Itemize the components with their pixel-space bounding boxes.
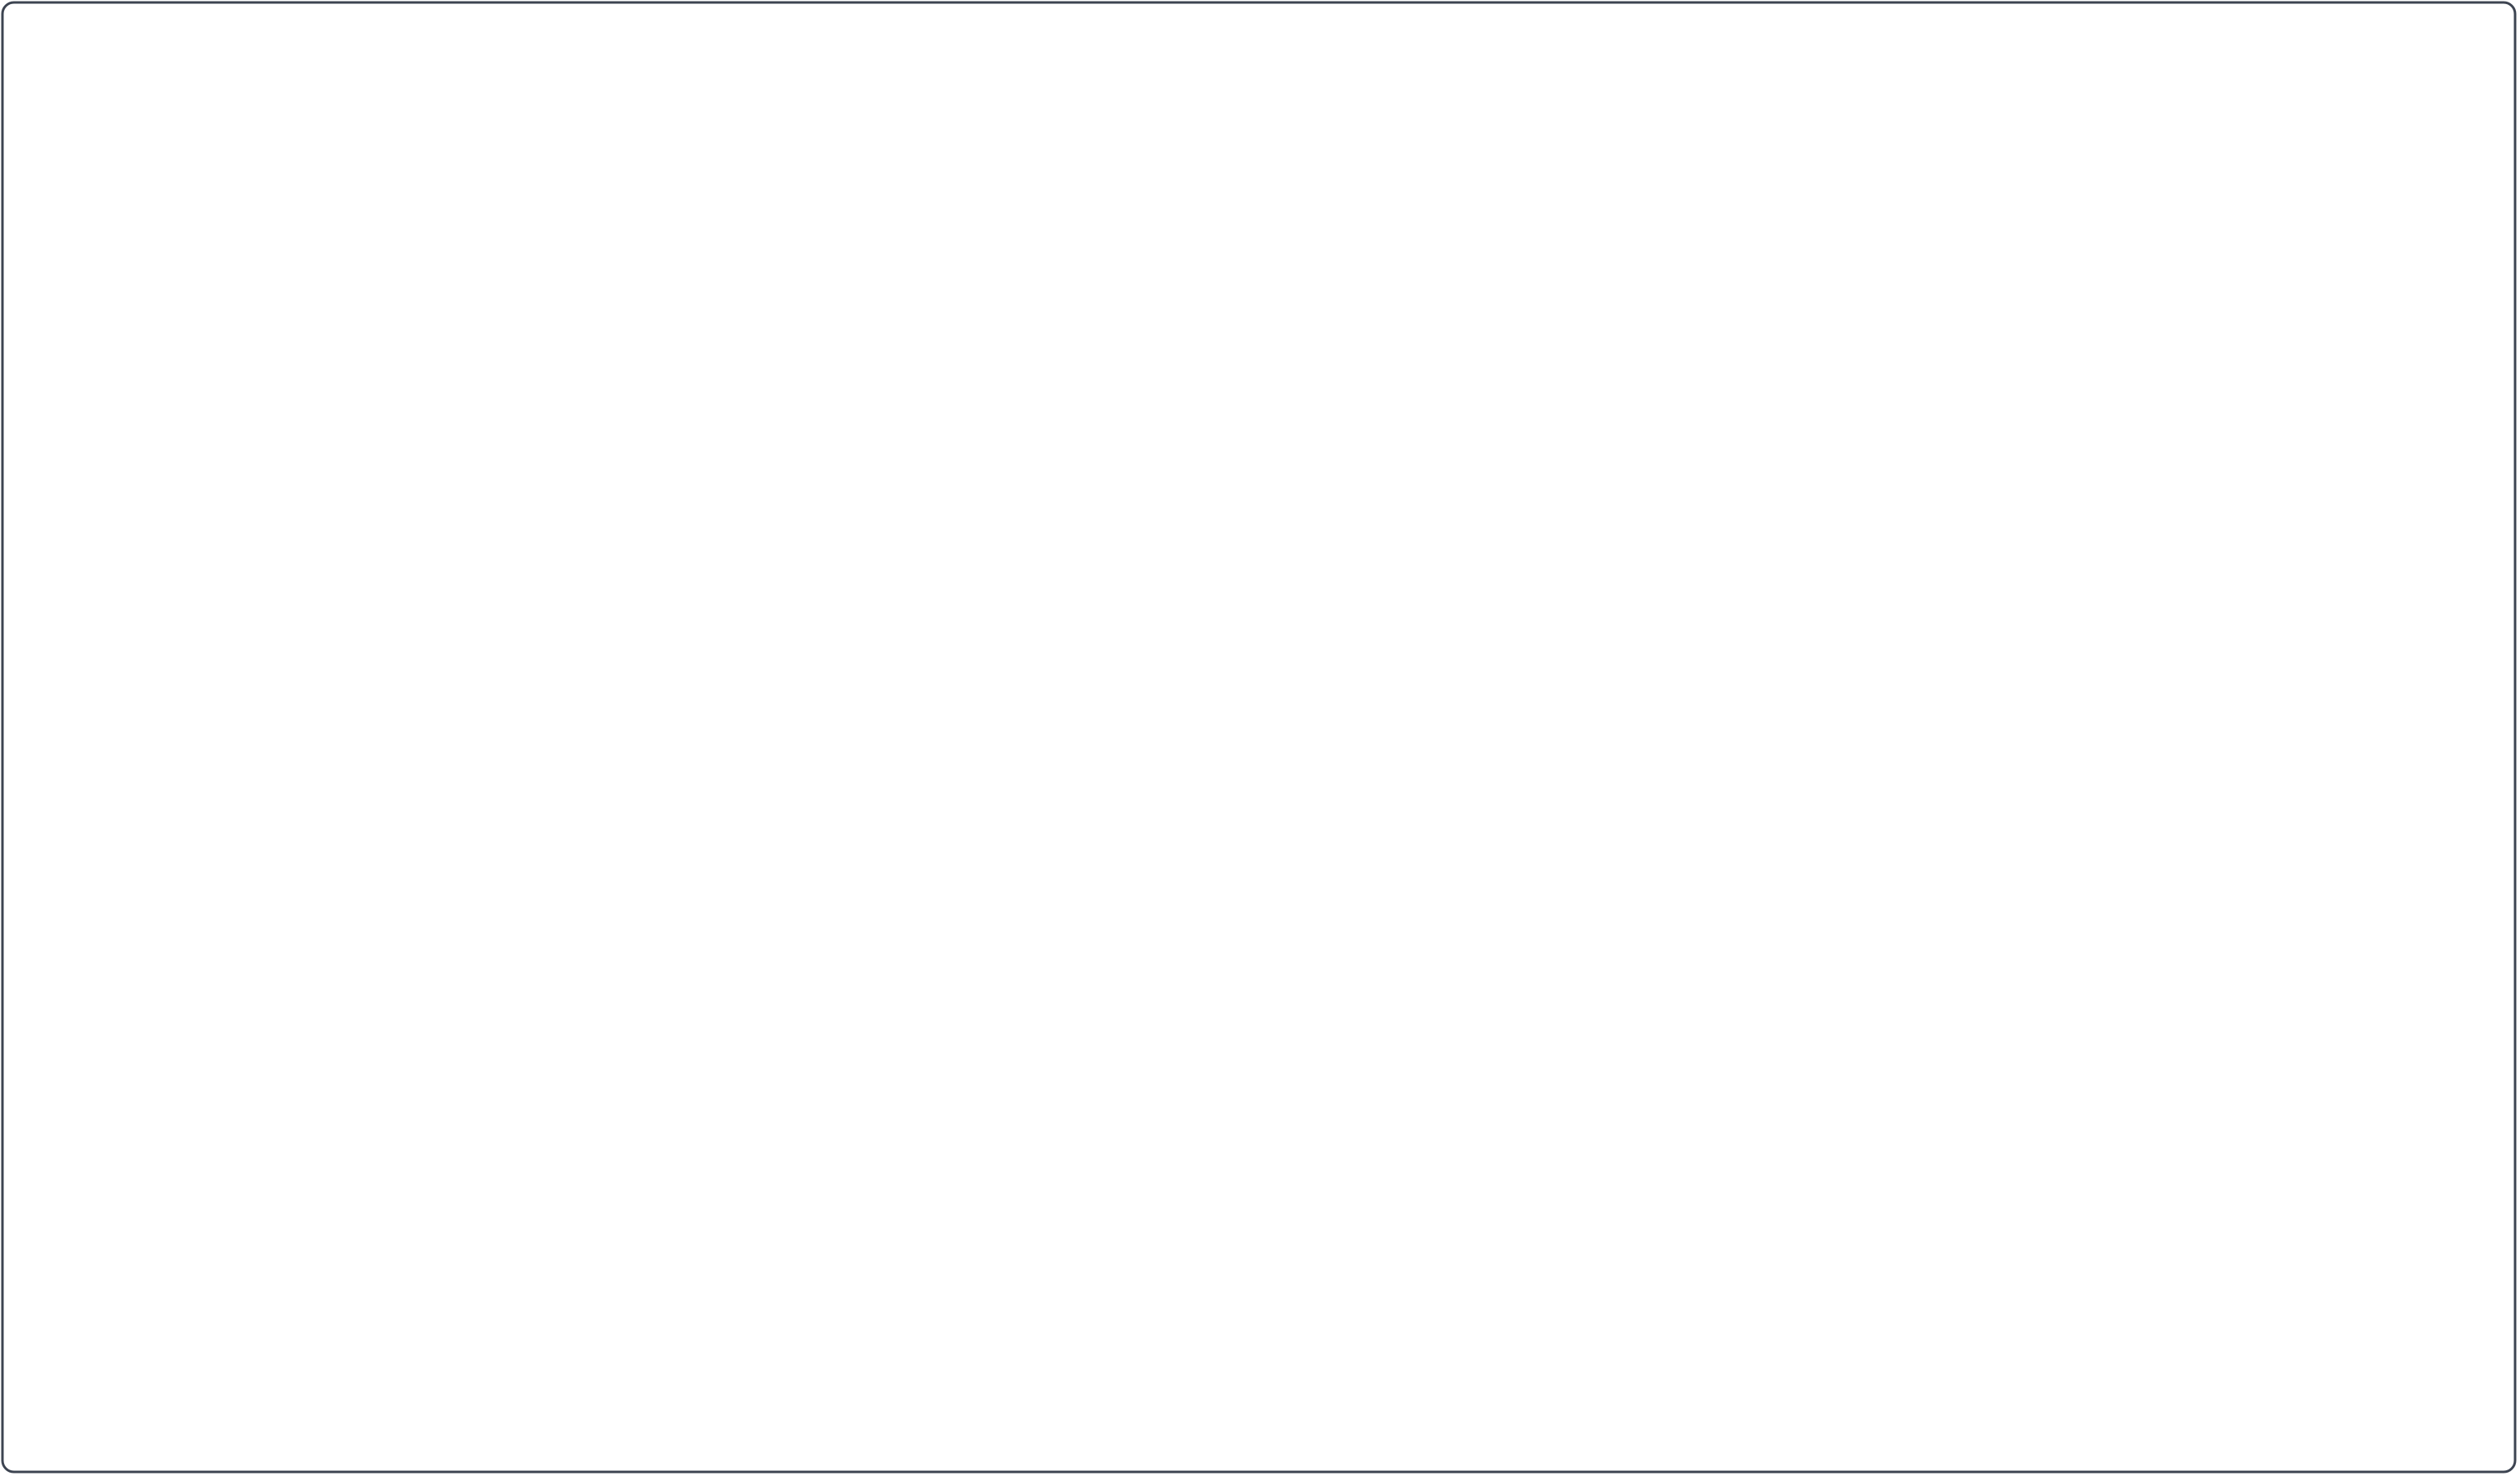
class-hierarchy-diagram [1,1,2517,1474]
page-frame [1,1,2517,1474]
diagram-canvas [1,1,2517,1474]
